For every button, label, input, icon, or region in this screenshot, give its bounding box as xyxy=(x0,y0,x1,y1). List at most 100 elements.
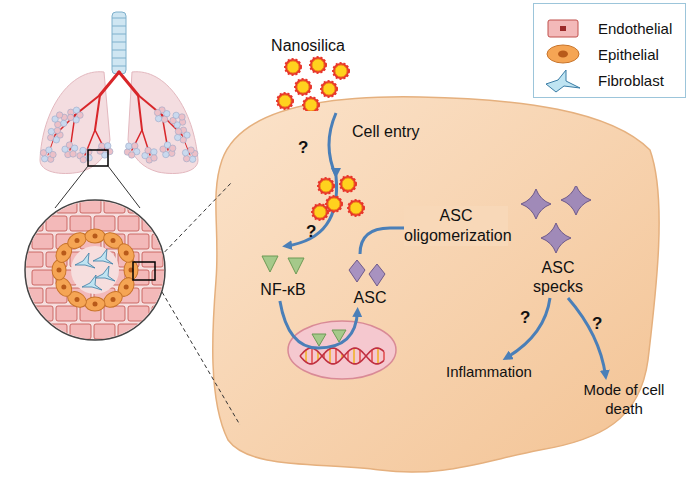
ellipse-shape xyxy=(547,45,579,63)
rect-shape xyxy=(560,26,566,31)
line-shape xyxy=(335,349,337,364)
g-shape xyxy=(48,72,190,155)
circle-shape xyxy=(124,251,129,256)
label-node: Nanosilica xyxy=(258,36,358,111)
circle-shape xyxy=(93,234,98,239)
line-shape xyxy=(112,34,126,35)
circle-shape xyxy=(350,202,362,214)
circle-shape xyxy=(86,155,92,161)
diamonds-icon xyxy=(345,256,395,288)
g-shape xyxy=(40,107,198,163)
arrowhead xyxy=(331,168,341,178)
circle-shape xyxy=(128,152,134,158)
tissue xyxy=(22,198,187,357)
path-shape xyxy=(369,264,385,286)
question-mark: ? xyxy=(306,222,316,241)
label-node: Inflammation xyxy=(446,362,532,381)
label-node: NF-κB xyxy=(252,250,314,299)
rect-shape xyxy=(80,342,101,357)
rect-shape xyxy=(118,216,139,231)
edge-label: ASC oligomerization xyxy=(404,206,508,246)
rect-shape xyxy=(112,12,126,74)
node-text: Mode of cell death xyxy=(581,380,667,418)
rect-shape xyxy=(128,306,149,321)
path-shape xyxy=(300,348,384,364)
circle-shape xyxy=(132,143,138,149)
circle-shape xyxy=(295,79,311,95)
line-shape xyxy=(311,348,313,364)
line-shape xyxy=(85,130,95,155)
arrow-connector xyxy=(286,113,336,246)
rect-shape xyxy=(32,306,53,321)
circle-shape xyxy=(320,180,332,192)
legend-text: Fibroblast xyxy=(598,71,664,90)
legend-text: Endothelial xyxy=(598,19,672,38)
line-shape xyxy=(138,95,162,115)
line-shape xyxy=(138,95,142,130)
circle-shape xyxy=(188,147,194,153)
line-shape xyxy=(305,350,307,362)
path-shape xyxy=(82,275,102,290)
circle-shape xyxy=(93,302,98,307)
line-shape xyxy=(359,350,361,362)
dna-helix xyxy=(300,348,384,364)
circle-shape xyxy=(321,81,337,97)
circle-shape xyxy=(124,285,129,290)
circle-shape xyxy=(61,285,66,290)
circle-shape xyxy=(80,157,86,163)
node-text: ASC specks xyxy=(527,258,589,296)
node-text: Inflammation xyxy=(446,362,532,381)
circle-shape xyxy=(169,145,175,151)
circle-shape xyxy=(57,268,62,273)
circle-shape xyxy=(279,95,291,107)
rect-shape xyxy=(104,198,125,213)
circle-shape xyxy=(333,63,349,79)
circle-shape xyxy=(342,178,354,190)
circle-shape xyxy=(323,83,335,95)
path-shape xyxy=(561,186,591,215)
legend-entry: Fibroblast xyxy=(534,68,685,92)
line-shape xyxy=(329,349,331,364)
circle-shape xyxy=(70,151,76,157)
question-mark: ? xyxy=(592,314,602,333)
question-mark: ? xyxy=(520,308,530,327)
rect-shape xyxy=(128,234,149,249)
line-shape xyxy=(100,72,119,95)
circle-shape xyxy=(48,128,54,134)
ellipse-shape xyxy=(558,51,568,58)
rect-shape xyxy=(548,20,578,37)
circle-shape xyxy=(50,151,56,157)
line-shape xyxy=(112,18,126,19)
ellipse-shape xyxy=(85,297,105,311)
ellipse-shape xyxy=(124,260,138,280)
rect-shape xyxy=(22,216,43,231)
path-shape xyxy=(332,330,346,342)
node-text: ASC xyxy=(345,288,395,307)
circle-shape xyxy=(183,155,189,161)
path-shape xyxy=(75,253,95,268)
rect-shape xyxy=(152,306,173,321)
rect-shape xyxy=(152,342,173,357)
rect-shape xyxy=(80,198,101,213)
arrow-connector xyxy=(506,298,550,358)
rect-shape xyxy=(22,324,43,339)
internalized-nanosilica xyxy=(312,176,364,220)
circle-shape xyxy=(56,112,62,118)
circle-shape xyxy=(277,93,293,109)
line-shape xyxy=(371,350,373,362)
rect-shape xyxy=(128,198,149,213)
circle-shape xyxy=(161,116,167,122)
circle-shape xyxy=(348,200,364,216)
rect-shape xyxy=(152,198,173,213)
rect-shape xyxy=(70,324,91,339)
rect-shape xyxy=(22,288,43,303)
circle-shape xyxy=(151,155,157,161)
path-shape xyxy=(40,72,110,174)
rect-shape xyxy=(32,342,53,357)
legend-icon xyxy=(542,16,586,42)
cell-body xyxy=(213,97,659,472)
rect-shape xyxy=(104,342,125,357)
label-node: Mode of cell death xyxy=(578,380,670,418)
path-shape xyxy=(546,70,580,92)
edge-label: Cell entry xyxy=(352,122,420,141)
